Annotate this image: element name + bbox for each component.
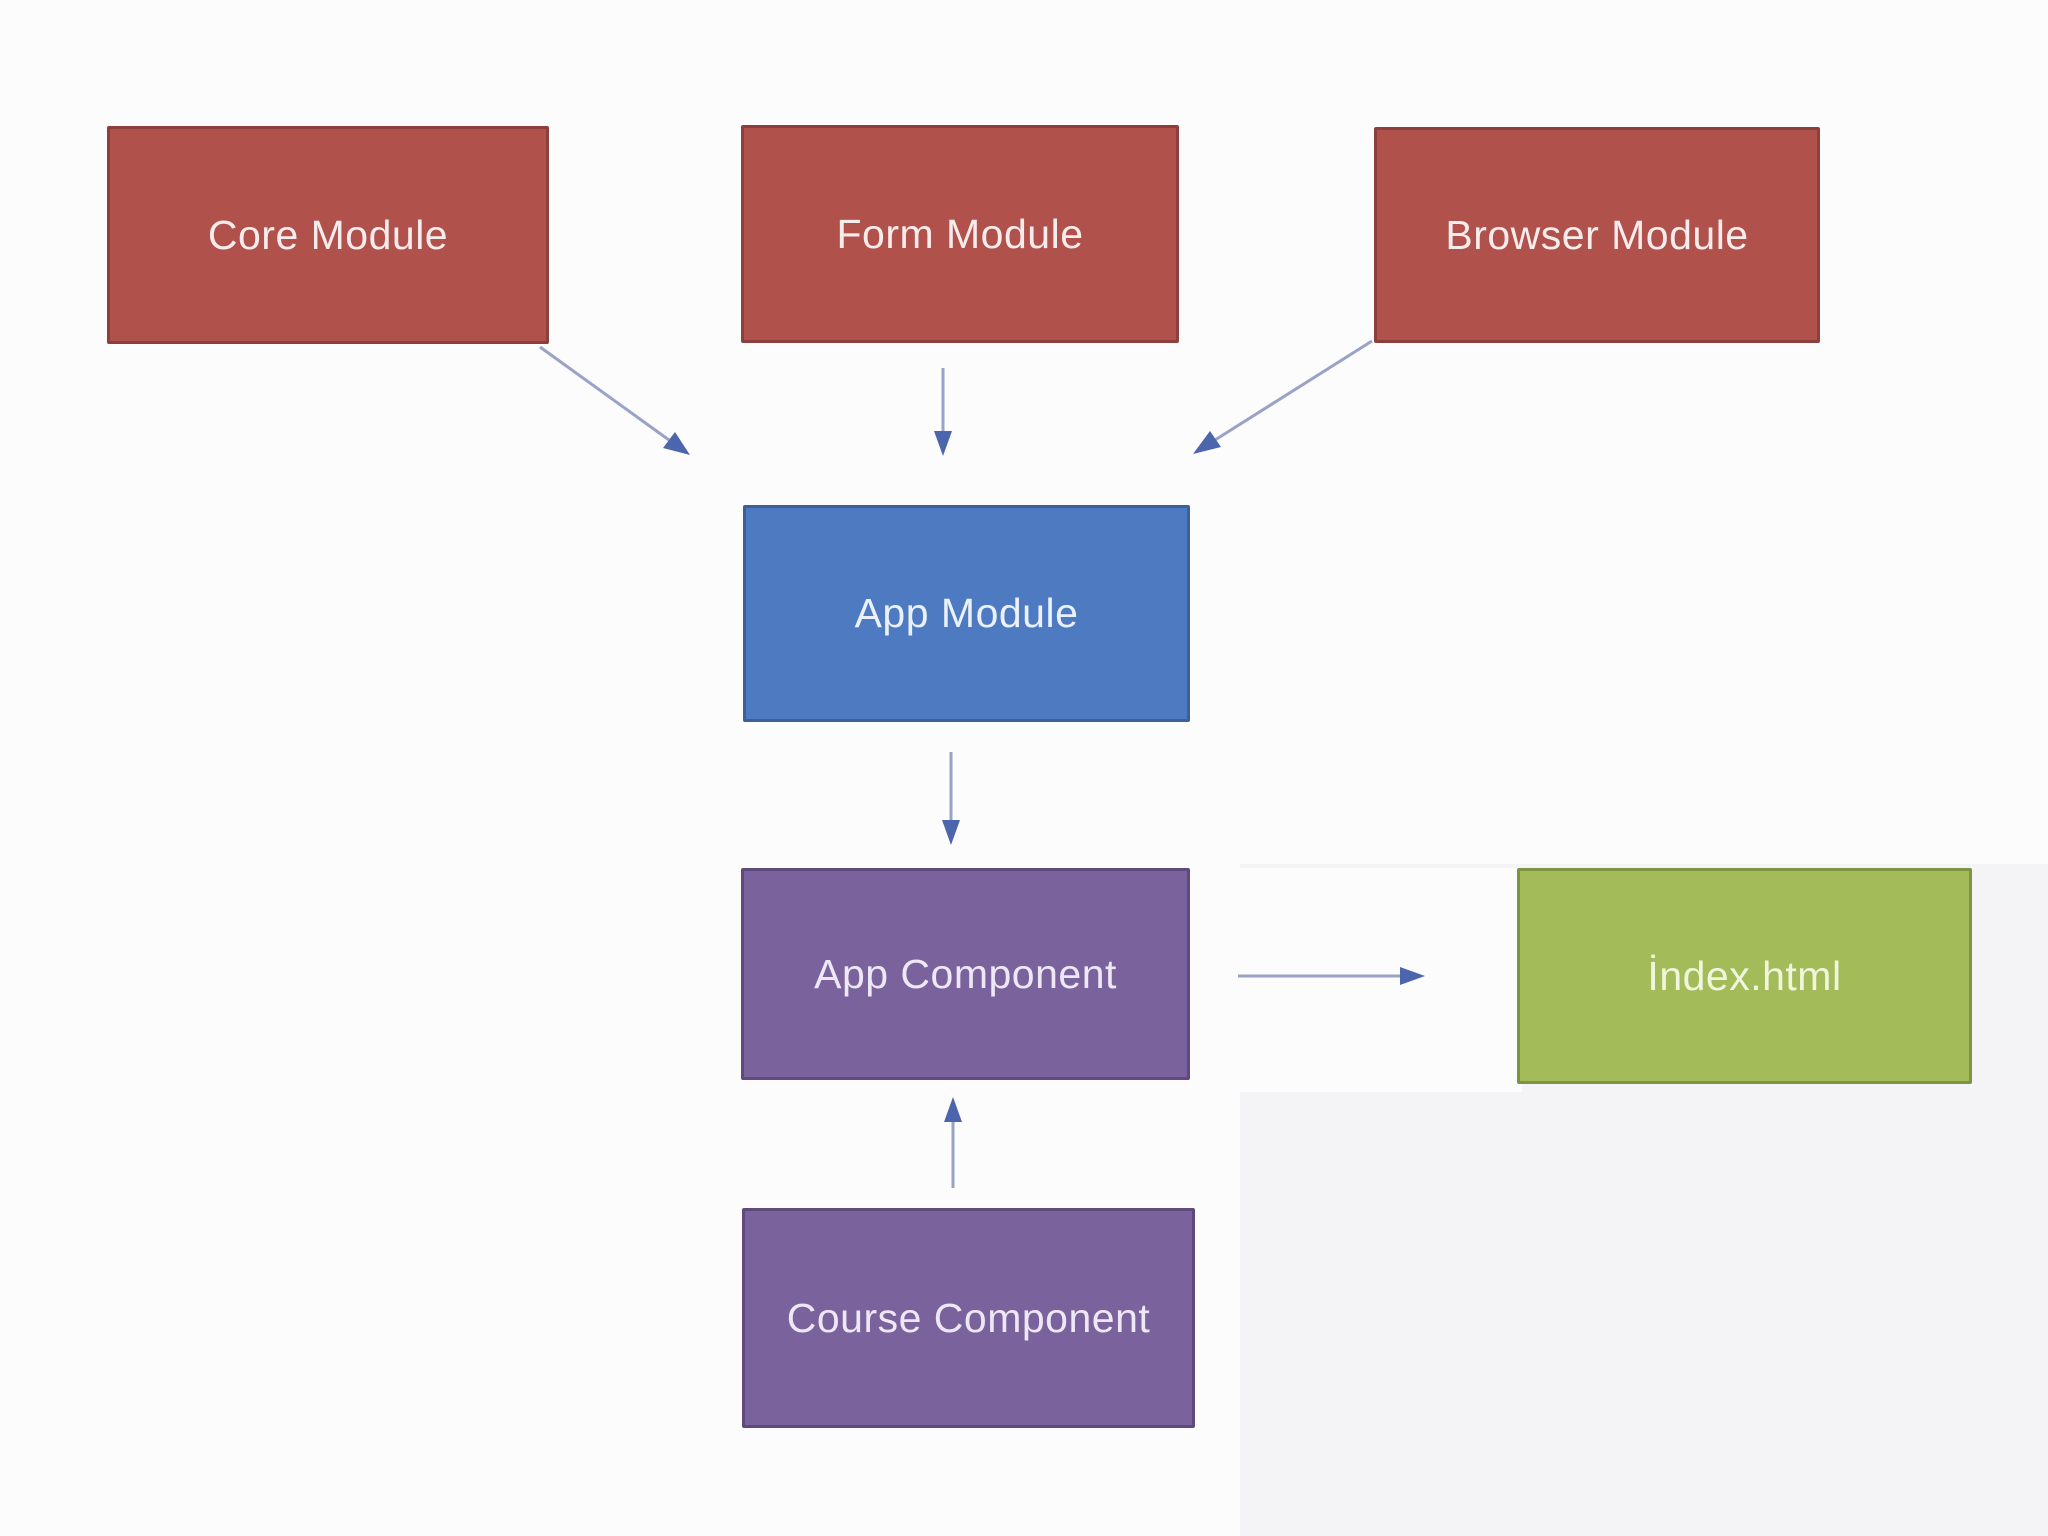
arrowhead-icon — [1193, 431, 1221, 454]
arrowhead-icon — [663, 432, 690, 455]
node-label: Browser Module — [1445, 211, 1749, 258]
node-app-module: App Module — [743, 505, 1190, 722]
node-app-component: App Component — [741, 868, 1190, 1080]
node-browser-module: Browser Module — [1374, 127, 1820, 343]
node-core-module: Core Module — [107, 126, 549, 344]
node-label: İndex.html — [1647, 952, 1842, 999]
node-course-component: Course Component — [742, 1208, 1195, 1428]
arrowhead-icon — [944, 1097, 962, 1122]
node-label: Form Module — [836, 210, 1084, 257]
background-tint-patch — [1240, 868, 1522, 1092]
edge-app-module-to-app-component — [942, 752, 960, 845]
edge-core-to-app-module — [539, 345, 690, 455]
arrowhead-icon — [942, 820, 960, 845]
edge-course-to-app-component — [944, 1097, 962, 1188]
node-label: App Component — [814, 950, 1117, 997]
node-label: Core Module — [207, 211, 449, 258]
edge-form-to-app-module — [934, 368, 952, 456]
arrowhead-icon — [934, 431, 952, 456]
node-form-module: Form Module — [741, 125, 1179, 343]
edge-browser-to-app-module — [1193, 339, 1373, 454]
node-label: Course Component — [786, 1294, 1151, 1341]
node-index-html: İndex.html — [1517, 868, 1972, 1084]
node-label: App Module — [854, 590, 1079, 636]
